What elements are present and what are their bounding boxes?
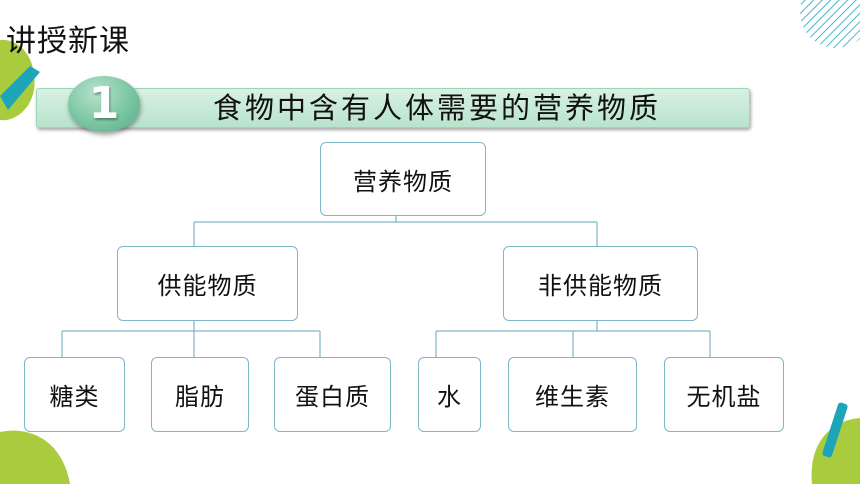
leaf-vitamins: 维生素 [508, 357, 637, 432]
leaf-water: 水 [418, 357, 481, 432]
top-left-decoration [0, 39, 40, 121]
leaf-fats: 脂肪 [151, 357, 249, 432]
banner-title: 食物中含有人体需要的营养物质 [213, 91, 662, 125]
leaf-carbohydrates: 糖类 [24, 357, 125, 432]
section-number-badge: 1 [68, 76, 140, 132]
bottom-right-decoration [811, 402, 860, 484]
title-banner: 食物中含有人体需要的营养物质 [36, 88, 750, 128]
leaf-proteins: 蛋白质 [274, 357, 391, 432]
leaf-minerals: 无机盐 [664, 357, 784, 432]
top-right-hatched-circle [800, 0, 860, 48]
bottom-left-decoration [0, 430, 70, 484]
node-energy-providing: 供能物质 [117, 246, 298, 321]
node-non-energy-providing: 非供能物质 [503, 246, 698, 321]
root-node-nutrients: 营养物质 [320, 142, 486, 216]
section-label: 讲授新课 [6, 24, 130, 59]
